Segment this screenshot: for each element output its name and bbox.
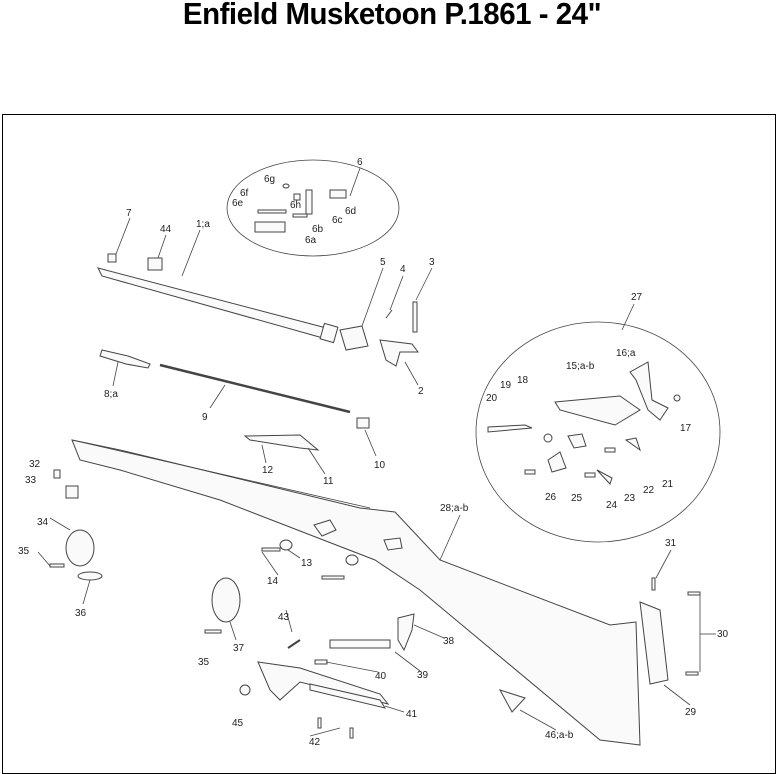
label-36: 36 <box>75 608 87 619</box>
label-4: 4 <box>400 264 406 275</box>
label-8a: 8;a <box>104 389 118 400</box>
label-46ab: 46;a-b <box>545 730 574 741</box>
label-13: 13 <box>301 558 313 569</box>
label-12: 12 <box>262 465 274 476</box>
lock-parts <box>487 361 681 485</box>
label-19: 19 <box>500 380 512 391</box>
label-10: 10 <box>374 460 386 471</box>
label-42: 42 <box>309 737 321 748</box>
barrel <box>97 253 419 367</box>
label-44: 44 <box>160 224 172 235</box>
label-6: 6 <box>357 157 363 168</box>
lock-detail-circle <box>475 321 721 543</box>
label-28ab: 28;a-b <box>440 503 469 514</box>
stock <box>71 439 641 746</box>
label-11: 11 <box>323 476 334 487</box>
label-35: 35 <box>18 546 30 557</box>
furniture-parts <box>49 434 701 739</box>
label-32: 32 <box>29 459 41 470</box>
label-6c: 6c <box>332 215 343 226</box>
label-15ab: 15;a-b <box>566 361 595 372</box>
rear-sight-parts <box>254 183 347 233</box>
ramrod <box>99 349 370 429</box>
page-title: Enfield Musketoon P.1861 - 24" <box>182 0 602 31</box>
label-38: 38 <box>443 636 455 647</box>
label-22: 22 <box>643 485 655 496</box>
label-21: 21 <box>662 479 674 490</box>
label-34: 34 <box>37 517 49 528</box>
label-20: 20 <box>486 393 498 404</box>
label-35-lower: 35 <box>198 657 210 668</box>
label-5: 5 <box>380 257 386 268</box>
label-2: 2 <box>418 386 424 397</box>
label-3: 3 <box>429 257 435 268</box>
label-26: 26 <box>545 492 557 503</box>
label-6b: 6b <box>312 224 324 235</box>
label-23: 23 <box>624 493 636 504</box>
part-labels: 6 6g 6f 6e 6h 6d 6c 6b 6a 7 44 1;a 5 4 3… <box>18 157 729 748</box>
label-6h: 6h <box>290 200 301 211</box>
label-6a: 6a <box>305 235 317 246</box>
label-14: 14 <box>267 576 279 587</box>
label-30: 30 <box>717 629 729 640</box>
label-6d: 6d <box>345 206 356 217</box>
label-31: 31 <box>665 538 677 549</box>
label-25: 25 <box>571 493 583 504</box>
label-6f: 6f <box>240 188 249 199</box>
label-41: 41 <box>406 709 418 720</box>
label-29: 29 <box>685 707 697 718</box>
label-6g: 6g <box>264 174 275 185</box>
label-17: 17 <box>680 423 692 434</box>
label-6e: 6e <box>232 198 244 209</box>
label-40: 40 <box>375 671 387 682</box>
label-45: 45 <box>232 718 244 729</box>
label-18: 18 <box>517 375 529 386</box>
sight-detail-circle <box>226 159 400 257</box>
leader-lines <box>37 167 716 737</box>
label-27: 27 <box>631 292 643 303</box>
label-24: 24 <box>606 500 618 511</box>
label-43: 43 <box>278 612 290 623</box>
label-7: 7 <box>126 208 132 219</box>
label-1a: 1;a <box>196 219 210 230</box>
label-9: 9 <box>202 412 208 423</box>
label-16a: 16;a <box>616 348 636 359</box>
label-39: 39 <box>417 670 429 681</box>
label-33: 33 <box>25 475 37 486</box>
label-37: 37 <box>233 643 245 654</box>
